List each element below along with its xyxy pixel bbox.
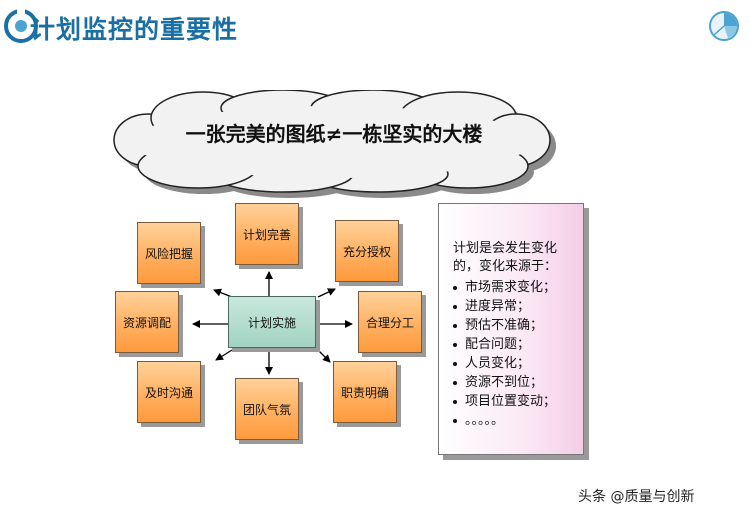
change-sources-list: 市场需求变化； 进度异常； 预估不准确； 配合问题； 人员变化； 资源不到位； … <box>453 278 575 430</box>
list-item: 市场需求变化； <box>453 278 575 297</box>
list-item: 预估不准确； <box>453 316 575 335</box>
node-responsibility: 职责明确 <box>333 361 397 423</box>
node-communication: 及时沟通 <box>137 361 201 423</box>
arrow-down-left <box>215 349 233 361</box>
list-item: 项目位置变动； <box>453 392 575 411</box>
node-risk-control: 风险把握 <box>137 222 201 284</box>
list-item: 人员变化； <box>453 354 575 373</box>
cloud-callout: 一张完美的图纸≠一栋坚实的大楼 <box>108 89 560 202</box>
pie-chart-icon <box>709 11 739 41</box>
change-sources-panel: 计划是会发生变化的，变化来源于： 市场需求变化； 进度异常； 预估不准确； 配合… <box>438 203 584 455</box>
node-delegate: 充分授权 <box>335 220 399 282</box>
watermark: 头条 @质量与创新 <box>578 489 695 505</box>
list-item: 配合问题； <box>453 335 575 354</box>
panel-intro: 计划是会发生变化的，变化来源于： <box>453 241 558 274</box>
arrow-up-right <box>317 288 336 298</box>
node-team-atmosphere: 团队气氛 <box>235 378 299 440</box>
list-item: 。。。。。 <box>453 411 575 430</box>
page-title: 计划监控的重要性 <box>30 15 239 44</box>
list-item: 资源不到位； <box>453 373 575 392</box>
node-division: 合理分工 <box>358 291 422 353</box>
cloud-shape <box>113 89 556 198</box>
title-logo-icon <box>4 8 38 43</box>
node-plan-improve: 计划完善 <box>235 203 299 265</box>
list-item: 进度异常； <box>453 297 575 316</box>
node-center-implementation: 计划实施 <box>228 296 316 348</box>
cloud-statement: 一张完美的图纸≠一栋坚实的大楼 <box>185 122 483 146</box>
arrow-down-right <box>317 349 331 363</box>
node-resource-alloc: 资源调配 <box>115 291 179 353</box>
